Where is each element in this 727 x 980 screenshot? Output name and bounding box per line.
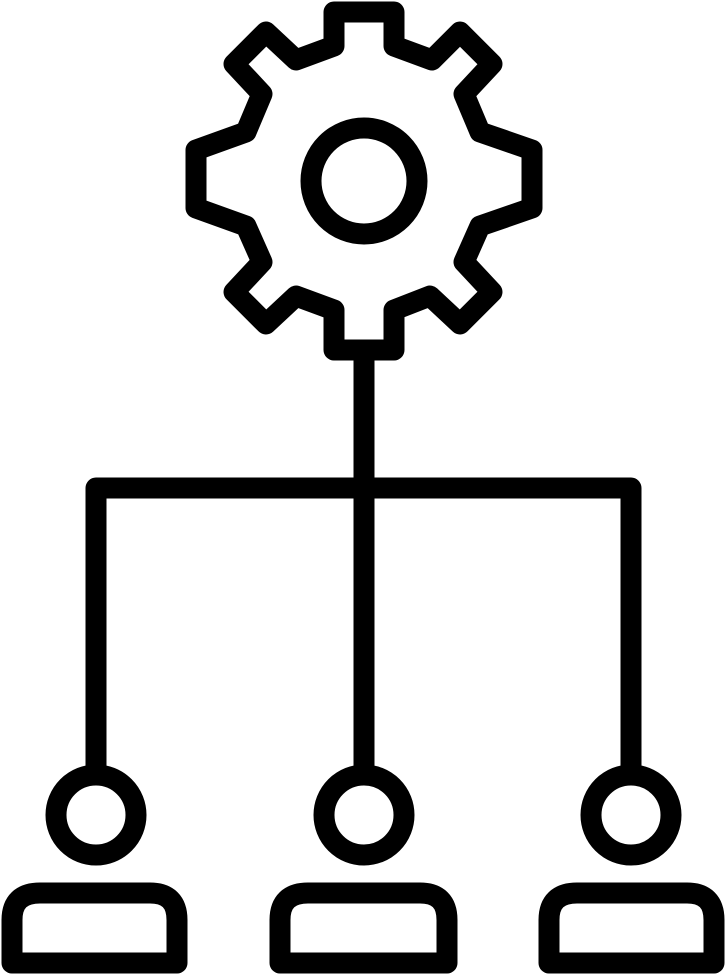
person-head (45, 764, 147, 866)
person-icon-right (538, 764, 725, 974)
gear-outline (185, 1, 543, 361)
person-body (269, 882, 458, 974)
gear-icon (185, 1, 543, 361)
person-head (313, 764, 415, 866)
person-head (580, 764, 682, 866)
person-icon-left (1, 764, 188, 974)
connector-lines (85, 341, 642, 781)
person-icon-middle (269, 764, 458, 974)
branch-line (85, 477, 642, 781)
gear-hub-circle (300, 117, 428, 245)
person-body (538, 882, 725, 974)
person-body (1, 882, 188, 974)
